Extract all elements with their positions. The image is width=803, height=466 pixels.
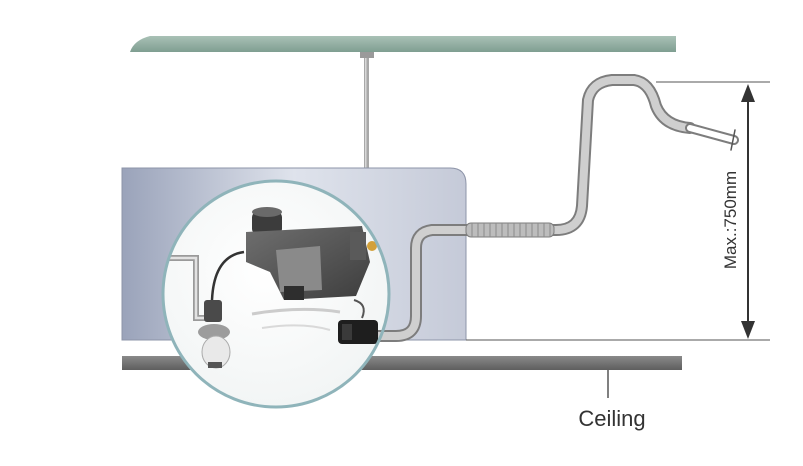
height-dimension: Max.:750mm — [466, 81, 770, 341]
magnifier-ring — [161, 179, 391, 409]
max-height-label: Max.:750mm — [721, 171, 740, 269]
drain-pipe — [370, 74, 739, 342]
arrow-down-icon — [741, 321, 755, 339]
arrow-up-icon — [741, 84, 755, 102]
ceiling-label: Ceiling — [578, 406, 645, 431]
ceiling-callout: Ceiling — [578, 370, 646, 431]
hanger-rod — [360, 52, 374, 248]
drain-pump-detail — [161, 179, 391, 409]
flexible-hose — [465, 222, 555, 238]
ceiling-slab — [130, 36, 676, 52]
